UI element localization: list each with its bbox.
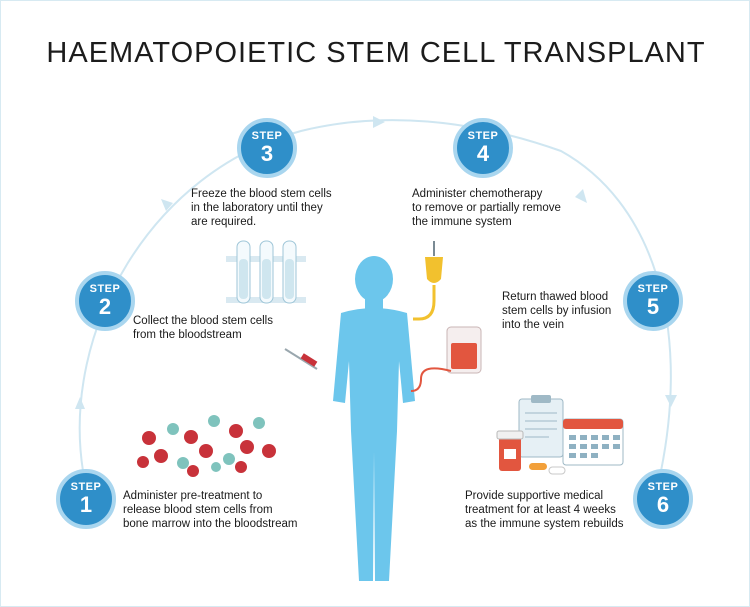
step-badge-number: 4 [476,141,490,166]
arc-arrow-icon [373,116,385,128]
step-badge-word: STEP [251,130,283,142]
step-6-text: Provide supportive medical treatment for… [465,490,624,530]
step-4-text: Administer chemotherapy to remove or par… [412,188,561,228]
arc-arrow-icon [161,199,173,211]
test-tubes-icon [226,240,306,304]
page-title: HAEMATOPOIETIC STEM CELL TRANSPLANT [46,37,706,69]
blood-bag-icon [410,326,482,392]
step-badge-number: 6 [656,492,670,517]
step-4-badge: STEP 4 [453,118,513,178]
arc-arrow-icon [665,395,677,407]
step-badge-word: STEP [467,130,499,142]
step-3-text: Freeze the blood stem cells in the labor… [191,188,332,228]
step-badge-number: 3 [260,141,274,166]
step-badge-word: STEP [647,481,679,493]
step-badge-number: 2 [98,294,112,319]
arc-arrow-icon [575,189,587,203]
step-badge-word: STEP [70,481,102,493]
clipboard-icon [518,395,564,458]
step-badge-number: 5 [646,294,660,319]
step-2-text: Collect the blood stem cells from the bl… [133,315,273,341]
syringe-icon [284,348,318,370]
medicine-icon [496,430,566,475]
step-5-text: Return thawed blood stem cells by infusi… [502,291,612,331]
arc-arrow-icon [75,397,85,409]
iv-drip-icon [413,241,443,321]
calendar-icon [562,418,624,466]
step-badge-word: STEP [89,283,121,295]
human-body-icon [333,256,415,581]
step-3-badge: STEP 3 [237,118,297,178]
step-2-badge: STEP 2 [75,271,135,331]
step-badge-word: STEP [637,283,669,295]
blood-cells-icon [137,415,276,477]
step-badge-number: 1 [79,492,93,517]
step-5-badge: STEP 5 [623,271,683,331]
step-1-text: Administer pre-treatment to release bloo… [123,490,298,530]
step-6-badge: STEP 6 [633,469,693,529]
step-1-badge: STEP 1 [56,469,116,529]
